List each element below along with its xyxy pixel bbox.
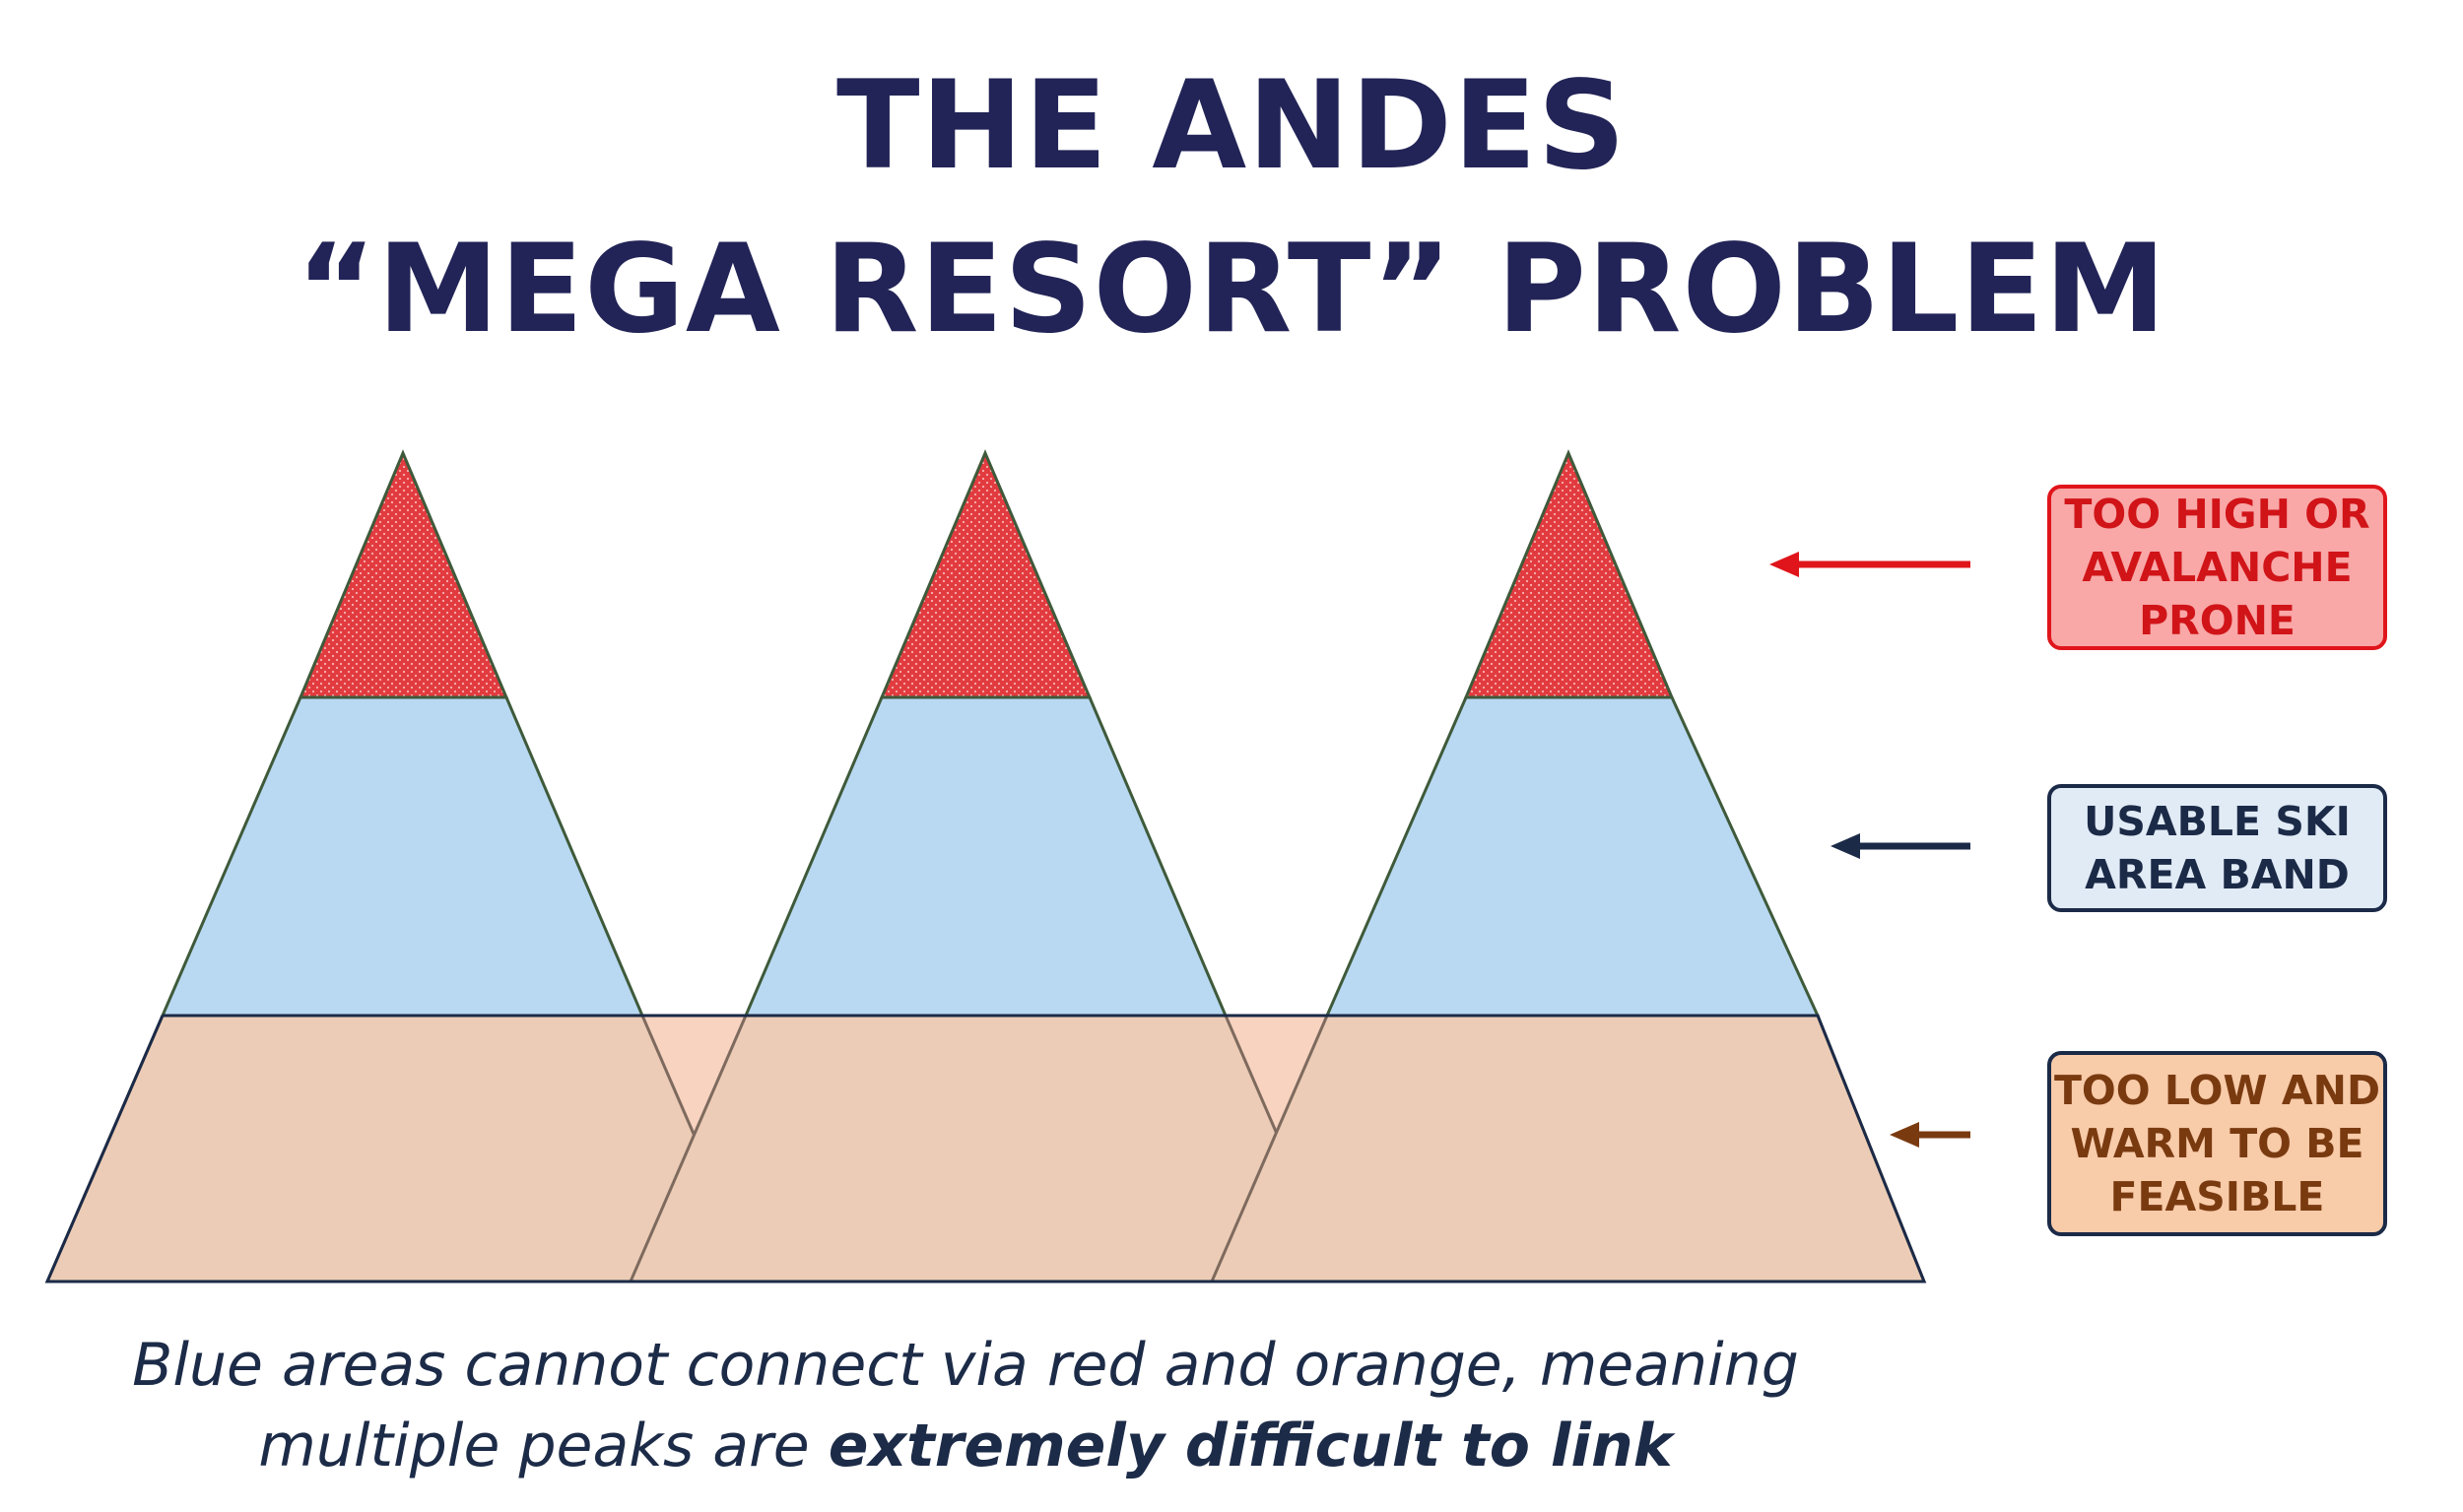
caption-line-1: Blue areas cannot connect via red and or… [132, 1331, 1799, 1400]
arrow-usable-icon [1831, 833, 1970, 859]
title-line-2: “MEGA RESORT” PROBLEM [296, 219, 2167, 361]
mountain-left [44, 449, 761, 1283]
caption-line-2-regular: multiple peaks are [258, 1412, 829, 1480]
label-usable-band-text: USABLE SKI AREA BAND [2084, 798, 2351, 898]
mountain-left-red-zone [298, 449, 509, 699]
caption-line-2-bold: extremely difficult to link [828, 1412, 1673, 1480]
outer-outline [44, 1014, 1927, 1283]
mountain-right-blue-zone [1324, 695, 1821, 1018]
label-too-low: TOO LOW AND WARM TO BE FEASIBLE [2047, 1051, 2387, 1236]
arrow-low-icon [1890, 1122, 1970, 1148]
mountain-right [1209, 449, 1927, 1283]
arrow-high-icon [1769, 552, 1970, 577]
mountain-middle-red-zone [879, 449, 1093, 699]
label-too-high-text: TOO HIGH OR AVALANCHE PRONE [2064, 491, 2370, 644]
caption-line-2: multiple peaks are extremely difficult t… [0, 1416, 1931, 1476]
label-too-low-text: TOO LOW AND WARM TO BE FEASIBLE [2053, 1067, 2381, 1220]
label-too-high: TOO HIGH OR AVALANCHE PRONE [2047, 485, 2387, 650]
mountain-right-red-zone [1463, 449, 1675, 699]
mountain-middle [628, 449, 1344, 1283]
mountain-left-blue-zone [160, 695, 645, 1018]
title-line-1: THE ANDES [836, 55, 1627, 197]
mountain-right-orange-zone [1209, 1014, 1927, 1283]
label-usable-band: USABLE SKI AREA BAND [2047, 784, 2387, 912]
mountain-middle-blue-zone [743, 695, 1229, 1018]
